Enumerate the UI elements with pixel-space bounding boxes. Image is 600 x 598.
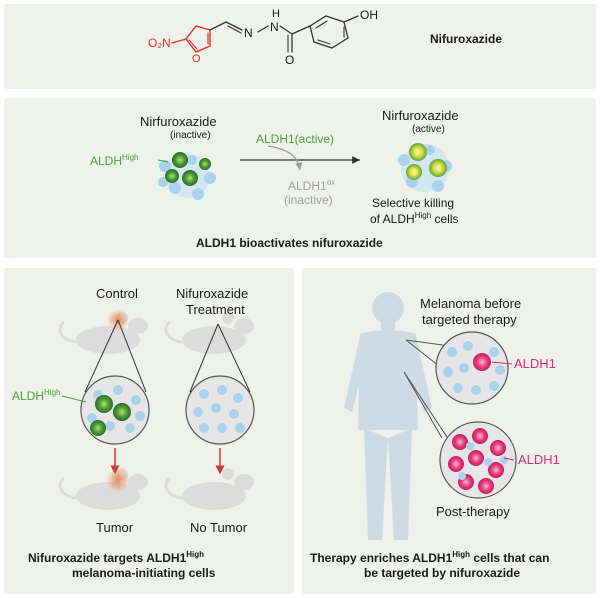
therapy-caption-line2: be targeted by nifuroxazide: [364, 566, 521, 580]
inactive-drug-name: Nirfuroxazide: [140, 114, 217, 129]
aldh1-pointer-bottom: [503, 457, 515, 461]
zoom-line-upper: [405, 339, 451, 347]
aldh1-label-bottom: ALDH1: [518, 452, 560, 467]
imine-nitrogen-label: N: [244, 26, 253, 40]
mouse-treatment-bottom: [164, 468, 254, 510]
treatment-label-line1: Nifuroxazide: [176, 286, 249, 301]
before-therapy-zoom: [435, 331, 509, 405]
enzyme-oxidized-state: (inactive): [284, 193, 333, 207]
amide-nitrogen-label: N: [270, 20, 279, 34]
compound-name: Nifuroxazide: [430, 32, 503, 46]
panel-bioactivation: [4, 98, 596, 258]
mouse-caption-line2: melanoma-initiating cells: [72, 566, 216, 580]
nifuroxazide-structure: [171, 15, 359, 53]
active-drug-state: (active): [412, 124, 445, 135]
hydroxyl-label: OH: [360, 8, 378, 22]
carbonyl-oxygen-label: O: [285, 53, 295, 67]
aldh-high-pointer-bottom: [61, 395, 87, 403]
furan-ring: [185, 25, 211, 53]
active-cell-cluster: [398, 143, 452, 192]
aldh1-label-top: ALDH1: [514, 356, 556, 371]
aldh-high-label: ALDHHigh: [90, 153, 139, 168]
zoom-line-lower: [403, 371, 443, 439]
post-therapy-label: Post-therapy: [436, 504, 510, 519]
inactive-cell-cluster: [158, 152, 216, 200]
nitro-bond: [171, 38, 187, 44]
mouse-control-bottom: [58, 468, 148, 510]
aldh-high-label-bottom: ALDHHigh: [12, 388, 61, 403]
control-label: Control: [96, 286, 138, 301]
active-drug-name: Nirfuroxazide: [382, 108, 459, 123]
aldh-high-pointer: [157, 159, 169, 163]
inactive-drug-state: (inactive): [170, 130, 211, 141]
bioactivation-caption: ALDH1 bioactivates nifuroxazide: [196, 236, 383, 250]
enzyme-oxidized-label: ALDH1ox: [288, 178, 336, 193]
no-tumor-label: No Tumor: [190, 520, 248, 535]
control-tissue-zoom: [80, 375, 150, 445]
therapy-caption-line1: Therapy enriches ALDH1High cells that ca…: [310, 550, 550, 565]
tumor-label: Tumor: [96, 520, 134, 535]
tumor-mark-bottom: [106, 468, 130, 492]
human-silhouette: [344, 292, 432, 540]
before-therapy-line2: targeted therapy: [422, 312, 517, 327]
zoom-line: [84, 319, 119, 393]
mouse-treatment-top: [164, 312, 254, 354]
enzyme-oxidation-arrow: [267, 145, 303, 171]
mouse-caption-line1: Nifuroxazide targets ALDH1High: [28, 550, 205, 565]
killing-label-line1: Selective killing: [372, 196, 455, 210]
benzene-ring: [309, 15, 349, 49]
mouse-control-top: [58, 312, 148, 354]
furan-oxygen-label: O: [192, 53, 201, 65]
treatment-tissue-zoom: [185, 375, 255, 445]
panel-melanoma-therapy: [302, 268, 596, 594]
amide-hydrogen-label: H: [272, 8, 280, 20]
panel-structure: [4, 4, 596, 89]
treatment-label-line2: Treatment: [186, 302, 245, 317]
nitro-group-label: O₂N: [148, 36, 171, 50]
killing-label-line2: of ALDHHigh cells: [370, 211, 459, 226]
before-therapy-line1: Melanoma before: [420, 296, 522, 311]
enzyme-active-label: ALDH1(active): [256, 132, 335, 146]
post-therapy-zoom: [439, 421, 517, 499]
aldh1-pointer-top: [491, 361, 513, 365]
